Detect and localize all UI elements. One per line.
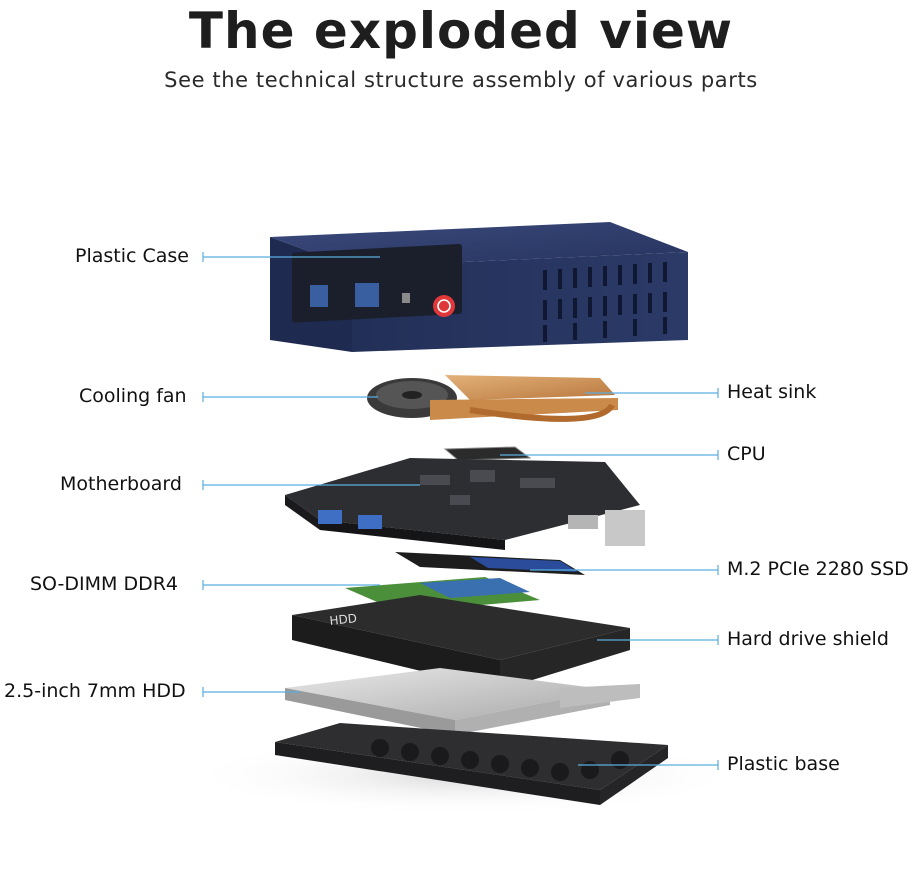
page-subtitle: See the technical structure assembly of … bbox=[164, 68, 758, 92]
label-heat-sink: Heat sink bbox=[727, 381, 817, 403]
svg-text:HDD: HDD bbox=[329, 611, 358, 628]
label-cpu: CPU bbox=[727, 443, 766, 465]
hdd-part bbox=[285, 668, 640, 735]
ssd-part bbox=[395, 552, 585, 575]
label-motherboard: Motherboard bbox=[60, 473, 182, 495]
plastic-base-part bbox=[275, 723, 668, 805]
label-plastic-case: Plastic Case bbox=[75, 245, 189, 267]
label-plastic-base: Plastic base bbox=[727, 753, 840, 775]
motherboard-part bbox=[285, 458, 645, 550]
label-cooling-fan: Cooling fan bbox=[79, 385, 187, 407]
label-so-dimm: SO-DIMM DDR4 bbox=[30, 573, 179, 595]
leader-lines bbox=[202, 252, 719, 770]
label-ssd: M.2 PCIe 2280 SSD bbox=[727, 558, 909, 580]
label-hdd: 2.5-inch 7mm HDD bbox=[4, 680, 186, 702]
heat-sink-part bbox=[430, 375, 618, 422]
page-title: The exploded view bbox=[188, 2, 734, 60]
label-hdd-shield: Hard drive shield bbox=[727, 628, 889, 650]
cpu-part bbox=[443, 446, 532, 461]
plastic-case-part bbox=[270, 222, 688, 352]
